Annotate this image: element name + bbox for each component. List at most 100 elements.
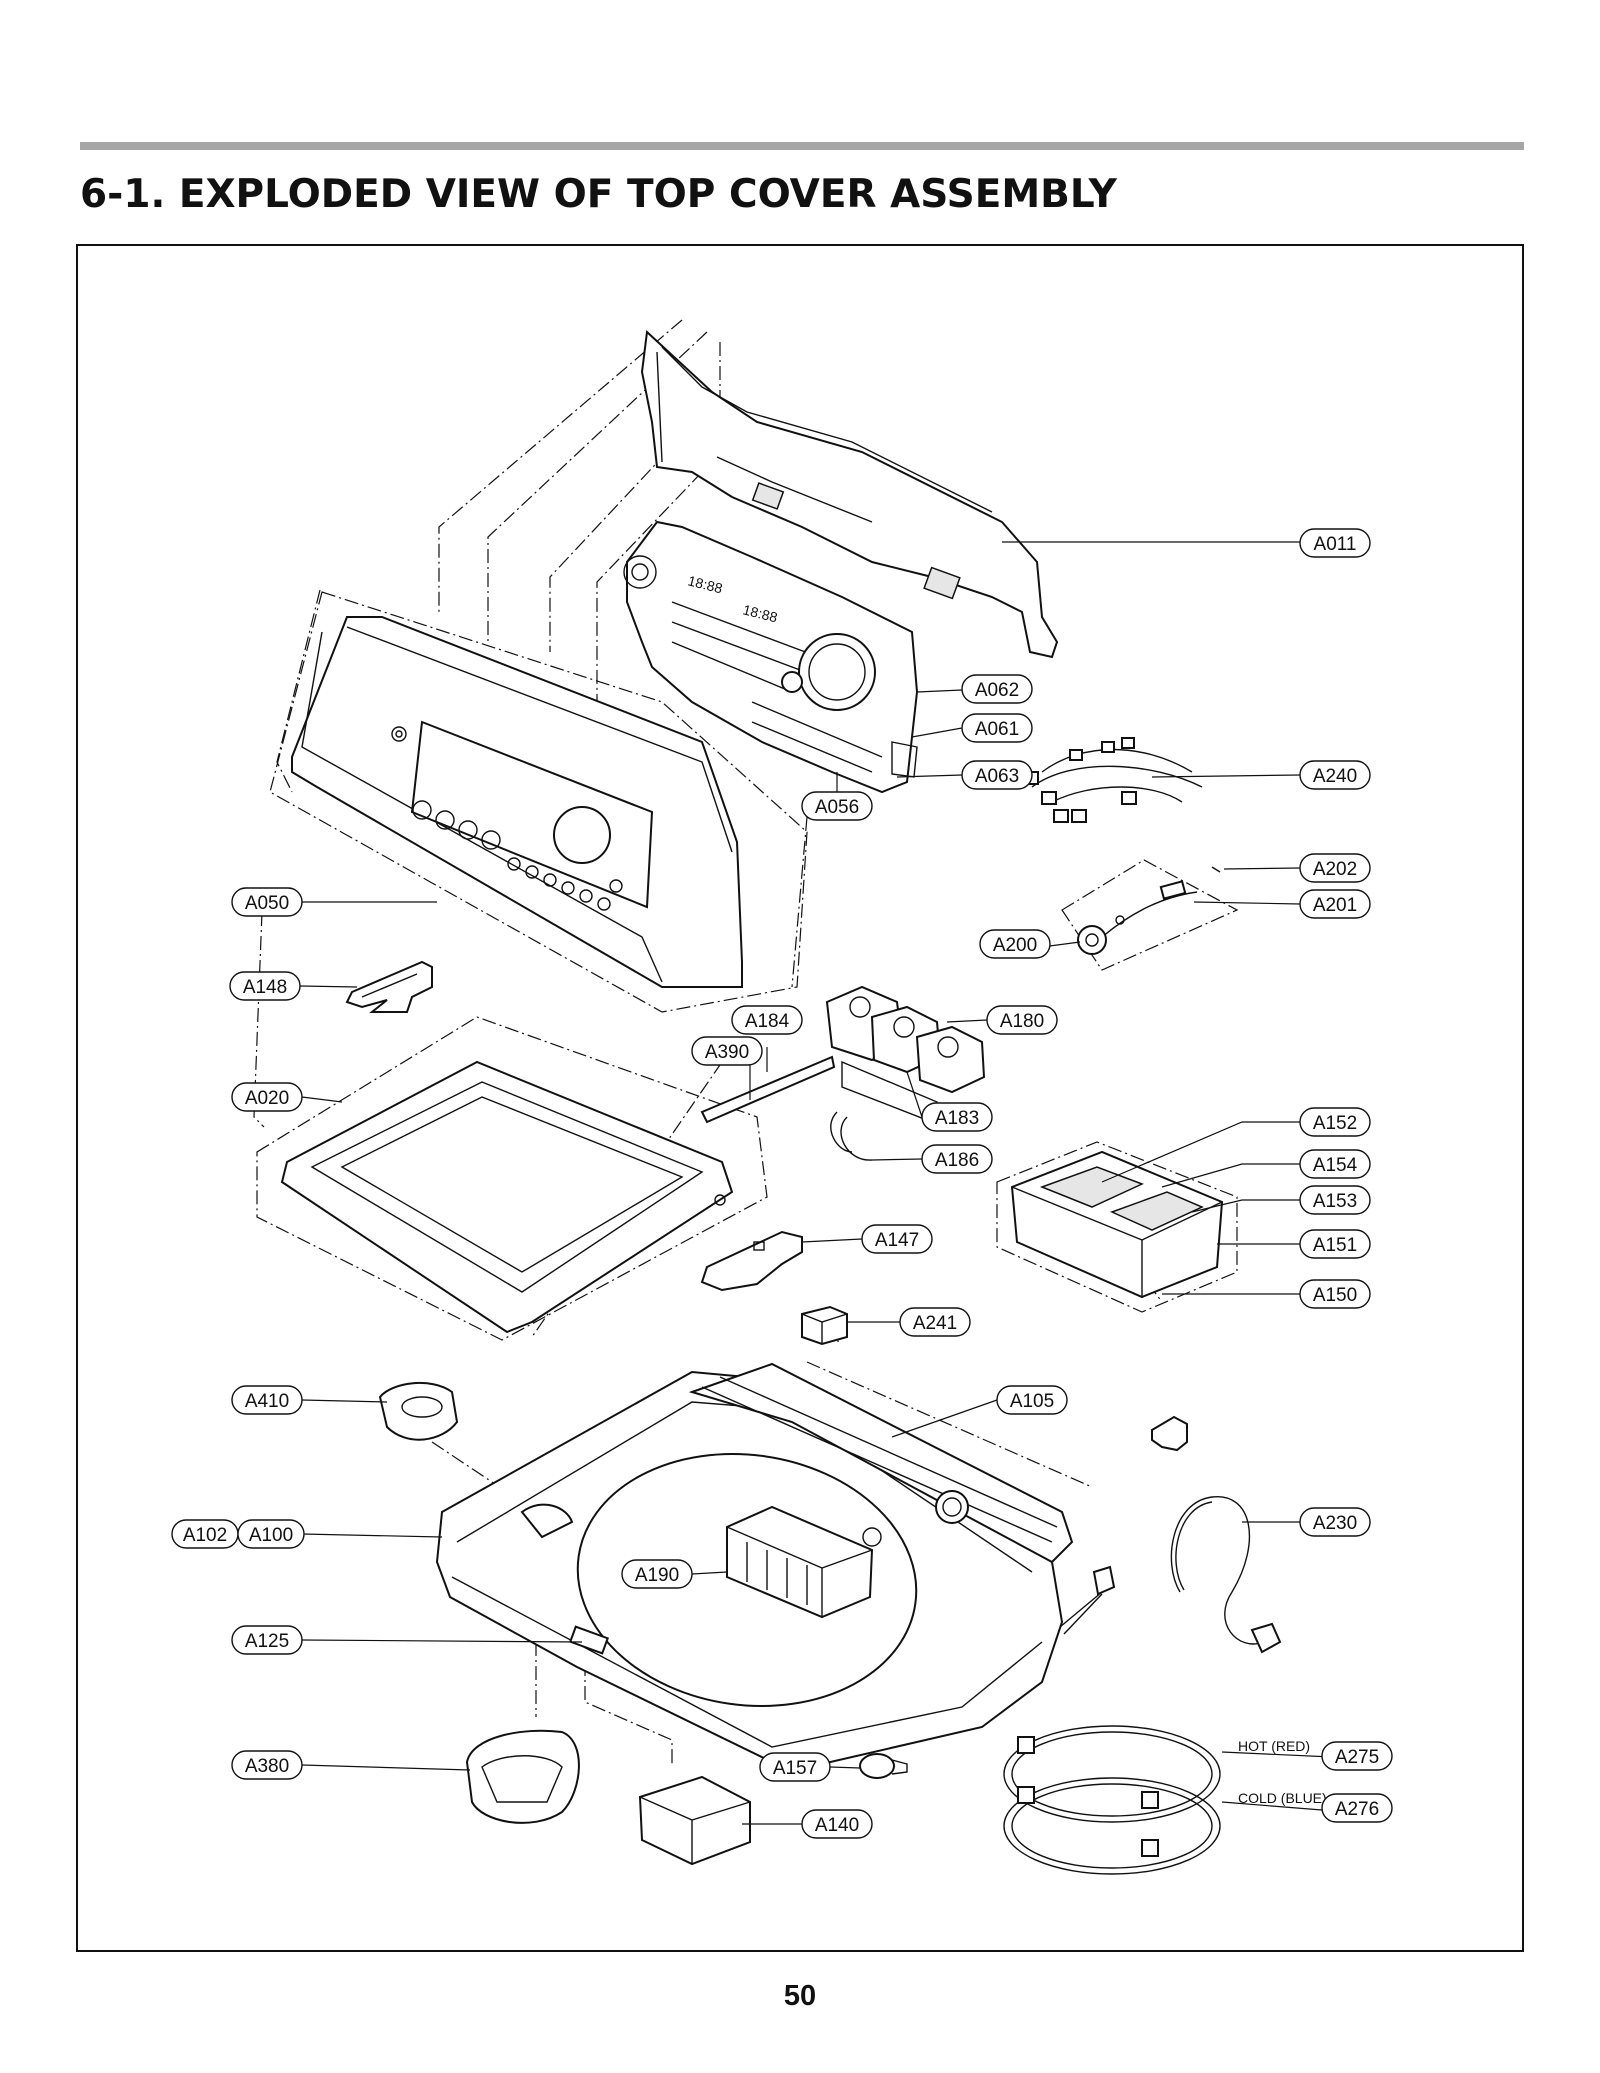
part-a148-bracket bbox=[345, 960, 433, 1013]
part-a011-rear-panel bbox=[640, 329, 1059, 659]
part-labels: A011 A062 A061 A063 A056 A240 A202 A201 … bbox=[171, 528, 1393, 1839]
label-a105: A105 bbox=[996, 1385, 1068, 1415]
svg-text:A180: A180 bbox=[1000, 1011, 1044, 1032]
part-a200-pressure-switch bbox=[1061, 859, 1239, 971]
label-a190: A190 bbox=[621, 1559, 693, 1589]
part-a062-pcb-assembly: 18:88 18:88 bbox=[623, 520, 919, 794]
label-a125: A125 bbox=[231, 1625, 303, 1655]
svg-text:A100: A100 bbox=[249, 1525, 293, 1546]
label-a186: A186 bbox=[921, 1144, 993, 1174]
svg-text:A011: A011 bbox=[1314, 534, 1357, 555]
svg-text:A230: A230 bbox=[1313, 1513, 1357, 1534]
part-a240-wire-harness bbox=[1023, 737, 1203, 823]
part-a105-bracket bbox=[1151, 1415, 1188, 1452]
leader-lines bbox=[299, 541, 1333, 1825]
svg-text:A275: A275 bbox=[1335, 1747, 1379, 1768]
part-a180-water-valves bbox=[700, 985, 986, 1161]
part-a275-a276-inlet-hoses bbox=[1003, 1725, 1221, 1875]
label-a201: A201 bbox=[1299, 889, 1371, 919]
label-a275: A275 bbox=[1321, 1741, 1393, 1771]
svg-text:A102: A102 bbox=[183, 1525, 227, 1546]
part-a140-lid-switch bbox=[638, 1775, 751, 1866]
label-a102: A102 bbox=[171, 1519, 239, 1549]
label-a011: A011 bbox=[1299, 528, 1371, 558]
part-a410-funnel bbox=[378, 1381, 459, 1441]
svg-text:A140: A140 bbox=[815, 1815, 859, 1836]
svg-text:A200: A200 bbox=[993, 935, 1037, 956]
label-a157: A157 bbox=[759, 1752, 831, 1782]
svg-text:A153: A153 bbox=[1313, 1191, 1357, 1212]
page-number: 50 bbox=[783, 1980, 817, 2012]
cold-hose-note: COLD (BLUE) bbox=[1238, 1790, 1327, 1806]
label-a200: A200 bbox=[979, 929, 1051, 959]
svg-text:A184: A184 bbox=[745, 1011, 790, 1032]
exploded-view-diagram: 18:88 18:88 bbox=[171, 319, 1393, 1875]
label-a147: A147 bbox=[861, 1224, 933, 1254]
label-a100: A100 bbox=[237, 1519, 305, 1549]
label-a020: A020 bbox=[231, 1082, 303, 1112]
label-a240: A240 bbox=[1299, 760, 1371, 790]
label-a241: A241 bbox=[899, 1307, 971, 1337]
svg-text:A147: A147 bbox=[875, 1230, 919, 1251]
hot-hose-note: HOT (RED) bbox=[1238, 1738, 1310, 1754]
svg-text:A183: A183 bbox=[935, 1108, 979, 1129]
svg-text:A380: A380 bbox=[245, 1756, 289, 1777]
label-a154: A154 bbox=[1299, 1149, 1371, 1179]
svg-text:A154: A154 bbox=[1313, 1155, 1358, 1176]
label-a153: A153 bbox=[1299, 1185, 1371, 1215]
label-a183: A183 bbox=[921, 1102, 993, 1132]
part-a150-dispenser bbox=[996, 1141, 1238, 1313]
svg-text:A241: A241 bbox=[913, 1313, 957, 1334]
svg-text:A062: A062 bbox=[975, 680, 1019, 701]
label-a230: A230 bbox=[1299, 1507, 1371, 1537]
label-a152: A152 bbox=[1299, 1107, 1371, 1137]
svg-text:A186: A186 bbox=[935, 1150, 979, 1171]
label-a061: A061 bbox=[961, 713, 1033, 743]
svg-text:A390: A390 bbox=[705, 1042, 749, 1063]
label-a063: A063 bbox=[961, 760, 1033, 790]
label-a410: A410 bbox=[231, 1385, 303, 1415]
part-a380-pump-housing bbox=[465, 1729, 580, 1824]
label-a202: A202 bbox=[1299, 853, 1371, 883]
label-a380: A380 bbox=[231, 1750, 303, 1780]
part-a241-component bbox=[801, 1305, 848, 1346]
svg-text:A276: A276 bbox=[1335, 1799, 1379, 1820]
svg-text:A151: A151 bbox=[1313, 1235, 1357, 1256]
svg-text:A061: A061 bbox=[975, 719, 1019, 740]
label-a050: A050 bbox=[231, 887, 303, 917]
label-a148: A148 bbox=[229, 971, 301, 1001]
svg-text:A410: A410 bbox=[245, 1391, 289, 1412]
label-a056: A056 bbox=[801, 791, 873, 821]
label-a062: A062 bbox=[961, 674, 1033, 704]
label-a276: A276 bbox=[1321, 1793, 1393, 1823]
svg-text:A050: A050 bbox=[245, 893, 289, 914]
svg-text:A148: A148 bbox=[243, 977, 287, 998]
label-a150: A150 bbox=[1299, 1279, 1371, 1309]
label-a140: A140 bbox=[801, 1809, 873, 1839]
svg-text:A152: A152 bbox=[1313, 1113, 1357, 1134]
label-a180: A180 bbox=[986, 1005, 1058, 1035]
label-a151: A151 bbox=[1299, 1229, 1371, 1259]
page-title: 6-1. EXPLODED VIEW OF TOP COVER ASSEMBLY bbox=[80, 172, 1117, 217]
svg-text:A157: A157 bbox=[773, 1758, 817, 1779]
part-a147-bracket bbox=[700, 1230, 803, 1292]
part-a230-power-cord bbox=[1059, 1496, 1282, 1654]
svg-text:A240: A240 bbox=[1313, 766, 1357, 787]
svg-text:A063: A063 bbox=[975, 766, 1019, 787]
svg-text:A056: A056 bbox=[815, 797, 859, 818]
top-rule bbox=[80, 142, 1524, 150]
svg-text:A020: A020 bbox=[245, 1088, 289, 1109]
diagram-frame: 18:88 18:88 bbox=[76, 244, 1524, 1952]
label-a184: A184 bbox=[731, 1005, 803, 1035]
svg-text:A201: A201 bbox=[1313, 895, 1357, 916]
part-a050-control-fascia bbox=[269, 591, 808, 1013]
svg-text:A105: A105 bbox=[1010, 1391, 1054, 1412]
part-a157-cap bbox=[859, 1753, 908, 1779]
label-a390: A390 bbox=[691, 1036, 763, 1066]
svg-text:A150: A150 bbox=[1313, 1285, 1357, 1306]
svg-text:A125: A125 bbox=[245, 1631, 289, 1652]
svg-text:A190: A190 bbox=[635, 1565, 679, 1586]
svg-text:A202: A202 bbox=[1313, 859, 1357, 880]
part-a020-lid bbox=[256, 1016, 768, 1341]
part-a190-filter-box bbox=[726, 1505, 874, 1619]
